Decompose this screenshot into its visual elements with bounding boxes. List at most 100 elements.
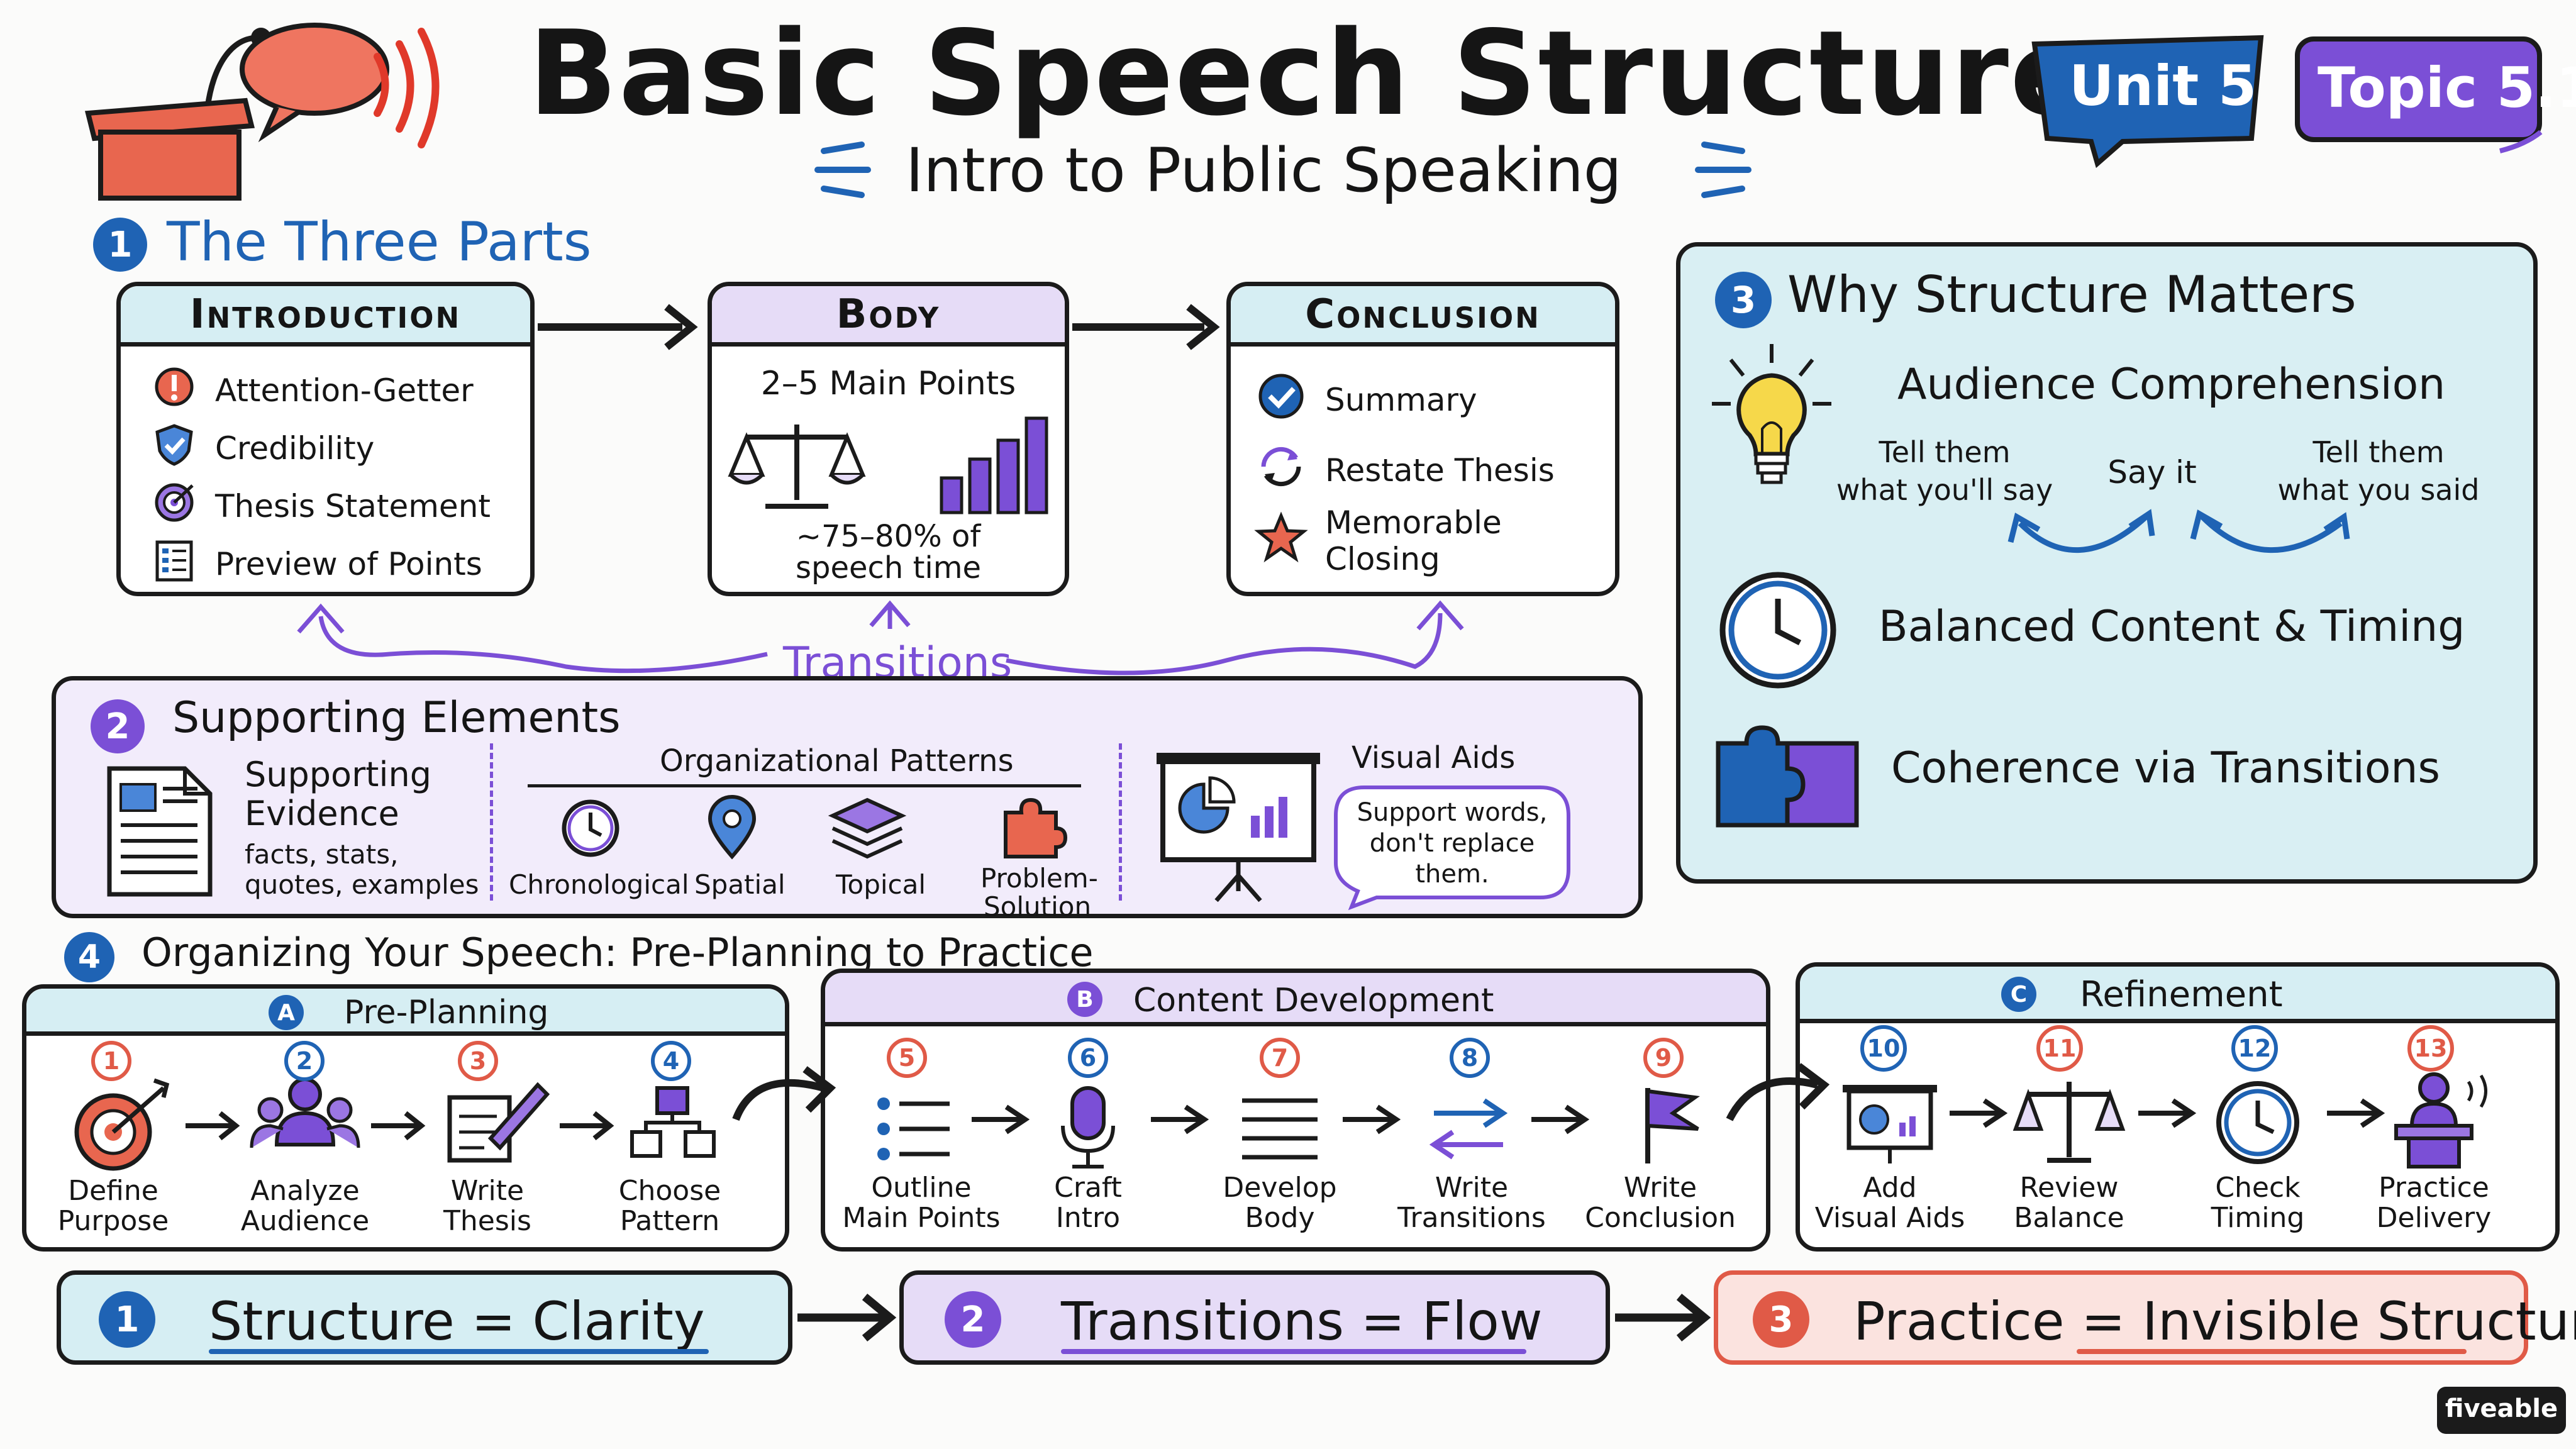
evidence-desc-line1: facts, stats,: [245, 839, 399, 870]
summary-number-badge: 3: [1753, 1291, 1809, 1348]
conclusion-item: Summary: [1325, 382, 1477, 418]
summary-text: Transitions = Flow: [1061, 1291, 1543, 1352]
step-number-badge: 12: [2231, 1025, 2278, 1072]
body-main-points: 2–5 Main Points: [760, 365, 1016, 402]
why-item: Coherence via Transitions: [1891, 743, 2440, 793]
intro-item: Preview of Points: [215, 546, 482, 582]
why-structure-panel: 3 Why Structure Matters Audience Compreh…: [1676, 242, 2538, 884]
tell-them-2-line2: what you said: [2277, 473, 2480, 507]
why-item: Balanced Content & Timing: [1879, 602, 2465, 652]
section4-title: Organizing Your Speech: Pre-Planning to …: [142, 930, 1094, 975]
clock-icon: [1719, 572, 1836, 689]
phase-c-header: C Refinement: [1800, 967, 2555, 1023]
step-number-badge: 1: [91, 1041, 131, 1081]
supporting-elements-panel: 2 Supporting Elements Supporting Evidenc…: [52, 676, 1643, 922]
topic-badge: Topic 5.1: [2292, 31, 2576, 153]
visual-aids-note-line3: them.: [1415, 860, 1489, 889]
patterns-title: Organizational Patterns: [660, 743, 1014, 779]
phase-b-header: B Content Development: [825, 973, 1766, 1026]
body-card: Body 2–5 Main Points ~75–80% of speech t…: [708, 282, 1069, 596]
introduction-header: Introduction: [121, 286, 530, 347]
unit-badge-label: Unit 5: [2069, 53, 2257, 118]
divider: [1119, 743, 1122, 901]
summary-pill: 1 Structure = Clarity: [57, 1270, 792, 1365]
visual-aids-note-line1: Support words,: [1357, 798, 1548, 827]
body-header: Body: [712, 286, 1065, 347]
summary-pill: 3 Practice = Invisible Structure: [1714, 1270, 2576, 1365]
topic-badge-label: Topic 5.1: [2318, 55, 2576, 120]
step-number-badge: 5: [887, 1038, 927, 1078]
layers-icon: [828, 797, 907, 859]
step-number-badge: 6: [1068, 1038, 1108, 1078]
phase-a-header: A Pre-Planning: [26, 989, 785, 1036]
section-number-badge: 1: [93, 218, 147, 272]
list-doc-icon: [152, 538, 196, 590]
star-icon: [1254, 511, 1308, 570]
section-number-badge: 4: [64, 932, 114, 982]
puzzle-pieces-icon: [1716, 725, 1859, 828]
divider: [528, 784, 1081, 787]
subtitle-row: Intro to Public Speaking: [811, 129, 1755, 206]
speech-bubble-icon: [1334, 786, 1570, 911]
page-subtitle: Intro to Public Speaking: [906, 135, 1622, 206]
phase-letter-badge: B: [1067, 982, 1102, 1017]
section-number-badge: 2: [91, 699, 145, 753]
pattern-label: Chronological: [509, 869, 689, 900]
conclusion-card: Conclusion Summary Restate Thesis Memora…: [1226, 282, 1619, 596]
summary-number-badge: 1: [99, 1291, 155, 1348]
visual-aids-note-line2: don't replace: [1369, 829, 1535, 858]
alert-icon: [152, 365, 196, 416]
phase-letter-badge: C: [2001, 977, 2036, 1012]
say-it: Say it: [2107, 454, 2197, 491]
shield-check-icon: [152, 423, 196, 474]
step-number-badge: 3: [458, 1041, 498, 1081]
intro-item: Attention-Getter: [215, 372, 474, 409]
tell-them-1-line1: Tell them: [1879, 435, 2011, 469]
introduction-card: Introduction Attention-Getter Credibilit…: [116, 282, 535, 596]
summary-text: Structure = Clarity: [209, 1291, 705, 1352]
pattern-label: Problem-: [980, 863, 1098, 894]
clock-icon: [562, 799, 619, 857]
dash-accent-icon: [1695, 142, 1752, 198]
step-number-badge: 13: [2407, 1025, 2454, 1072]
section2-title: Supporting Elements: [172, 693, 621, 743]
conclusion-header: Conclusion: [1231, 286, 1615, 347]
podium-speaker-icon: [75, 13, 453, 201]
page-title: Basic Speech Structure: [528, 5, 2091, 142]
step-number-badge: 11: [2036, 1025, 2083, 1072]
step-number-badge: 4: [651, 1041, 691, 1081]
tell-them-2-line1: Tell them: [2312, 435, 2445, 469]
section3-title: Why Structure Matters: [1787, 265, 2357, 324]
underline: [2077, 1349, 2467, 1354]
intro-item: Credibility: [215, 430, 375, 467]
summary-number-badge: 2: [945, 1291, 1001, 1348]
brand-logo: fiveable: [2437, 1387, 2566, 1434]
phase-title: Refinement: [2080, 974, 2283, 1015]
curved-arrows-icon: [2007, 509, 2350, 553]
step-number-badge: 2: [284, 1041, 325, 1081]
why-item: Audience Comprehension: [1897, 360, 2446, 409]
presentation-board-icon: [1157, 753, 1320, 902]
evidence-title-line2: Evidence: [245, 794, 399, 833]
conclusion-item: Restate Thesis: [1325, 452, 1555, 489]
lightbulb-icon: [1712, 344, 1831, 484]
summary-pill: 2 Transitions = Flow: [899, 1270, 1610, 1365]
evidence-title-line1: Supporting: [245, 755, 431, 794]
underline: [209, 1349, 709, 1354]
step-number-badge: 7: [1260, 1038, 1300, 1078]
intro-item: Thesis Statement: [215, 488, 491, 525]
section1-title: The Three Parts: [167, 211, 592, 274]
document-icon: [107, 766, 213, 897]
dash-accent-icon: [814, 142, 871, 198]
unit-badge: Unit 5: [2028, 31, 2267, 169]
puzzle-piece-icon: [1004, 797, 1068, 858]
pattern-label: Spatial: [694, 869, 786, 900]
divider: [490, 743, 493, 901]
